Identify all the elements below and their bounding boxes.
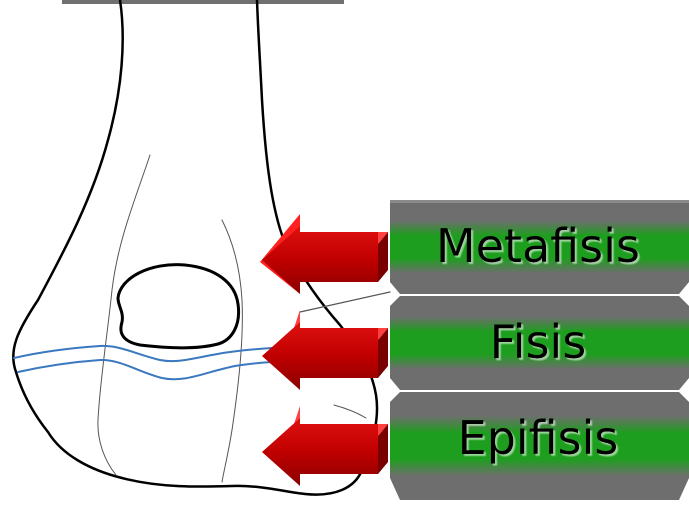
arrow-fisis <box>262 310 388 390</box>
label-epifisis: Epifisis <box>458 411 619 465</box>
arrow-epifisis <box>262 406 388 486</box>
olecranon-fossa <box>118 265 239 348</box>
lateral-epicondyle-line <box>334 405 366 418</box>
inner-line-left <box>98 155 150 475</box>
top-bar <box>62 0 344 4</box>
label-metafisis: Metafisis <box>436 219 640 273</box>
pointer-line <box>300 292 390 312</box>
label-fisis: Fisis <box>490 315 587 369</box>
